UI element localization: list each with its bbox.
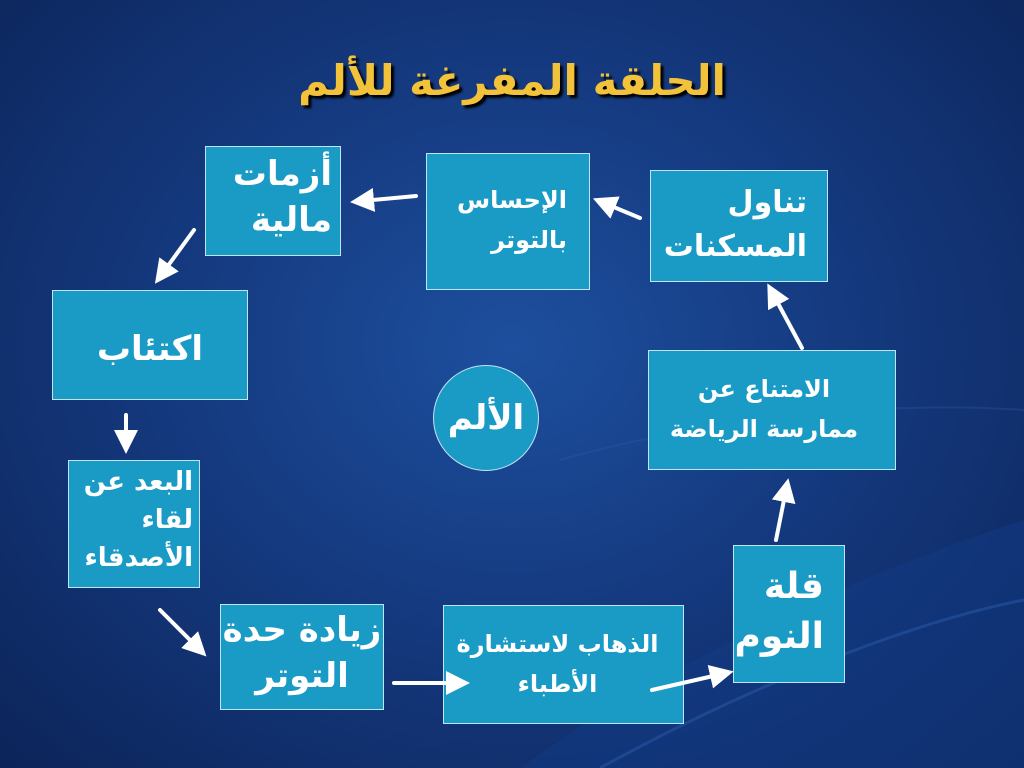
box-no-exercise: الامتناع عن ممارسة الرياضة bbox=[648, 350, 896, 470]
box-avoid-friends: البعد عن لقاء الأصدقاء bbox=[68, 460, 200, 588]
center-circle-pain: الألم bbox=[433, 365, 539, 471]
box-financial-crisis: أزمات مالية bbox=[205, 146, 341, 256]
arrow-financial-to-depression bbox=[154, 228, 196, 284]
arrow-sleep-to-exercise bbox=[771, 478, 796, 542]
page-title: الحلقة المفرغة للألم bbox=[298, 56, 726, 105]
arrow-friends-to-tension-increase bbox=[158, 608, 207, 657]
box-little-sleep: قلة النوم bbox=[733, 545, 845, 683]
box-tension-feeling: الإحساس بالتوتر bbox=[426, 153, 590, 290]
arrow-doctors-to-sleep bbox=[650, 664, 734, 692]
box-increased-tension: زيادة حدة التوتر bbox=[220, 604, 384, 710]
arrow-tension-to-financial bbox=[350, 187, 418, 212]
arrow-medication-to-tension bbox=[592, 196, 642, 220]
box-depression: اكتئاب bbox=[52, 290, 248, 400]
box-medication: تناول المسكنات bbox=[650, 170, 828, 282]
arrow-exercise-to-medication bbox=[767, 283, 804, 350]
box-doctor-visits: الذهاب لاستشارة الأطباء bbox=[443, 605, 684, 724]
